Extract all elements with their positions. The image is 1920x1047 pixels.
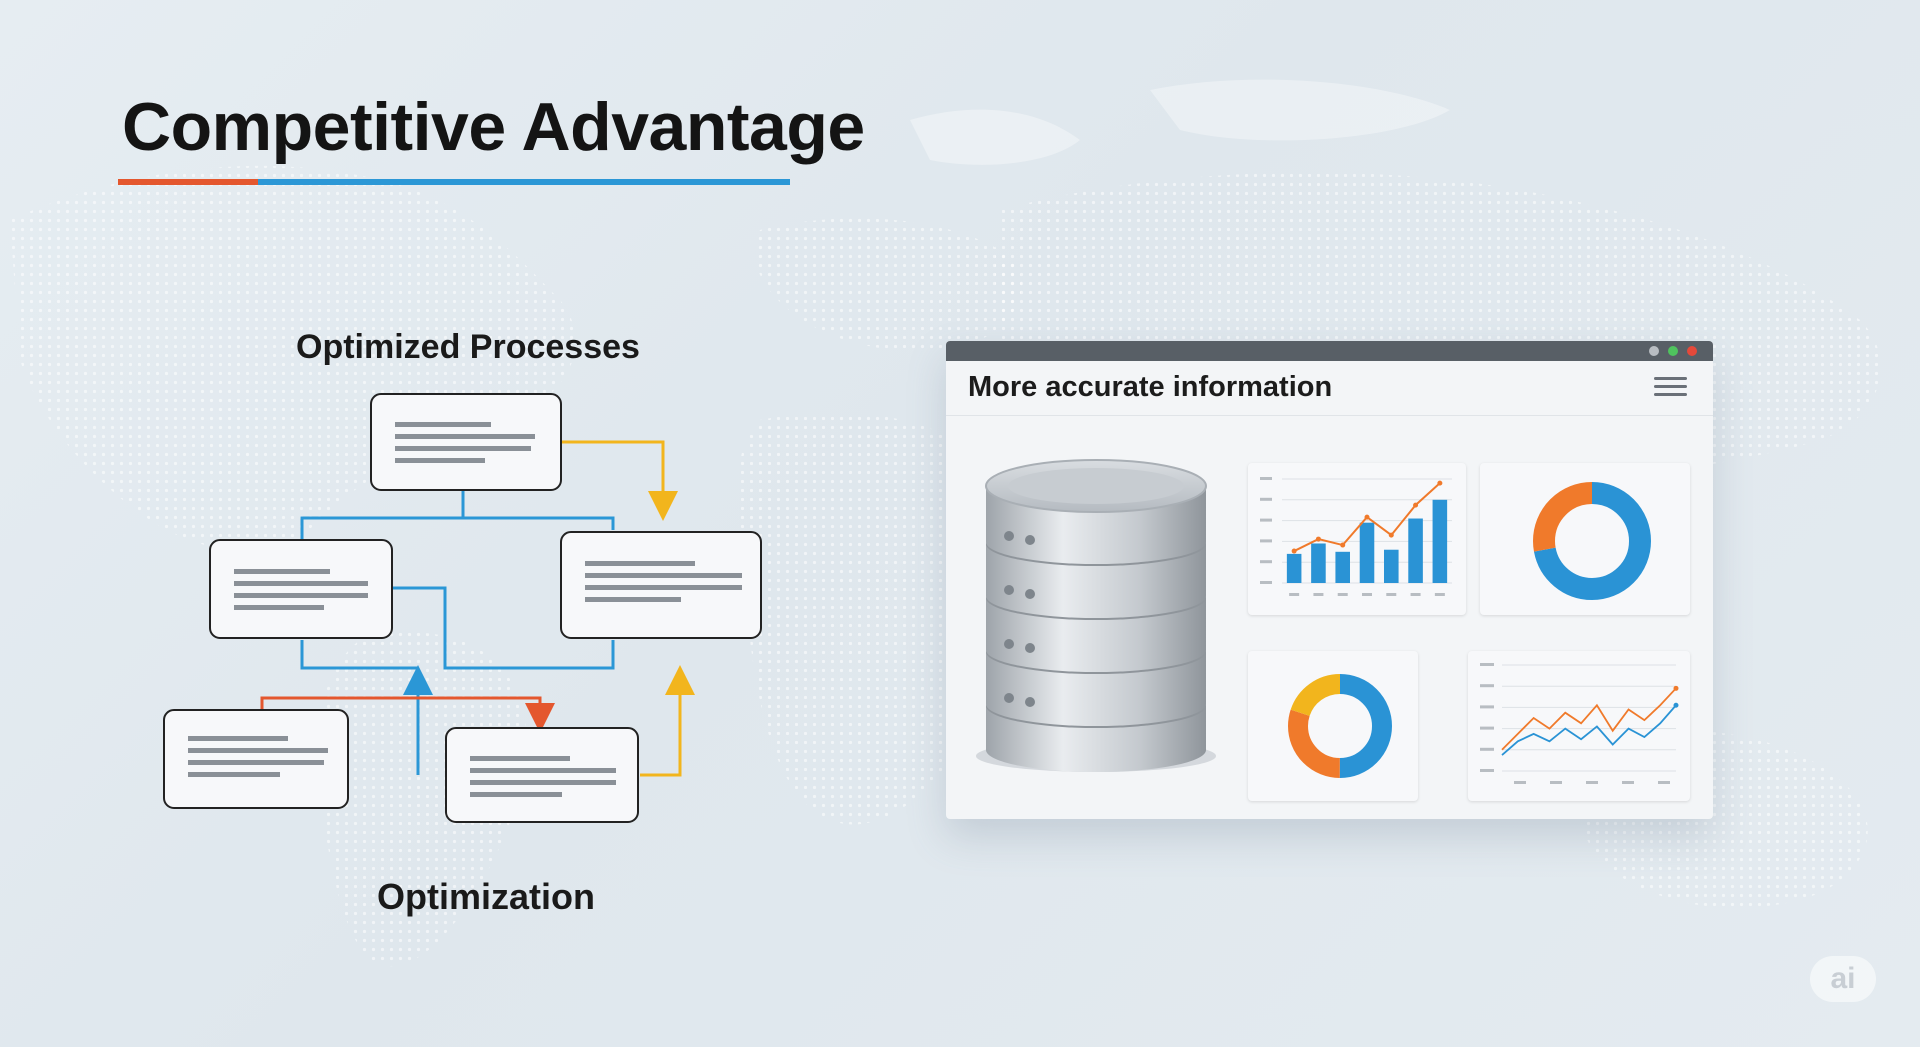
x-tick-label bbox=[1386, 593, 1397, 596]
donut-slice bbox=[1288, 674, 1392, 778]
process-box-right bbox=[560, 531, 762, 639]
bar bbox=[1335, 551, 1350, 583]
title-underline bbox=[118, 179, 790, 185]
trend-point bbox=[1315, 536, 1321, 542]
window-titlebar bbox=[946, 341, 1713, 361]
donut-chart-card bbox=[1480, 463, 1690, 615]
x-tick-label bbox=[1362, 593, 1372, 596]
x-tick-label bbox=[1658, 781, 1670, 784]
x-tick-label bbox=[1586, 781, 1598, 784]
trend-point bbox=[1413, 502, 1419, 508]
line-chart-card bbox=[1468, 651, 1690, 801]
donut-chart-small bbox=[1288, 674, 1392, 778]
database-icon bbox=[976, 459, 1216, 772]
process-flow-diagram bbox=[163, 393, 762, 823]
series-end-point bbox=[1673, 702, 1679, 708]
connector-left-down bbox=[300, 640, 418, 670]
title-underline-red bbox=[118, 179, 258, 185]
y-tick-label bbox=[1480, 769, 1494, 772]
line-chart bbox=[1480, 663, 1679, 784]
y-tick-label bbox=[1480, 747, 1494, 751]
menu-icon[interactable] bbox=[1654, 377, 1687, 397]
flow-caption: Optimization bbox=[377, 876, 595, 917]
window-maximize-dot[interactable] bbox=[1668, 346, 1678, 356]
process-box-top bbox=[370, 393, 562, 491]
bar-chart-card bbox=[1248, 463, 1466, 615]
x-tick-label bbox=[1550, 781, 1562, 784]
series-end-point bbox=[1673, 685, 1679, 691]
trend-point bbox=[1340, 542, 1346, 548]
connector-yellow-up bbox=[640, 665, 695, 777]
connector-top-branch bbox=[300, 490, 615, 540]
trend-point bbox=[1437, 480, 1443, 486]
connector-top-to-right bbox=[560, 440, 678, 521]
trend-point bbox=[1291, 548, 1297, 554]
x-tick-label bbox=[1289, 593, 1300, 596]
bar bbox=[1384, 549, 1399, 583]
donut-slice bbox=[1533, 482, 1651, 600]
window-close-dot[interactable] bbox=[1687, 346, 1697, 356]
x-tick-label bbox=[1434, 593, 1445, 596]
donut-slice bbox=[1288, 674, 1392, 778]
bar bbox=[1359, 522, 1375, 583]
donut-chart-small-card bbox=[1248, 651, 1418, 801]
series-line bbox=[1501, 687, 1677, 751]
connector-red bbox=[260, 696, 555, 733]
dashboard-divider bbox=[946, 415, 1713, 416]
bar-chart bbox=[1260, 477, 1452, 596]
ai-watermark-logo: ai bbox=[1810, 956, 1876, 1002]
y-tick-label bbox=[1260, 560, 1272, 564]
y-tick-label bbox=[1260, 518, 1272, 522]
process-box-bottom-middle bbox=[445, 727, 639, 823]
x-tick-label bbox=[1410, 593, 1421, 596]
window-minimize-dot[interactable] bbox=[1649, 346, 1659, 356]
y-tick-label bbox=[1260, 477, 1272, 480]
y-tick-label bbox=[1480, 684, 1494, 688]
y-tick-label bbox=[1480, 726, 1494, 730]
page-title: Competitive Advantage bbox=[122, 89, 865, 165]
x-tick-label bbox=[1337, 593, 1348, 596]
process-box-left bbox=[209, 539, 393, 639]
y-tick-label bbox=[1480, 705, 1494, 709]
y-tick-label bbox=[1480, 663, 1494, 666]
bar bbox=[1311, 543, 1326, 583]
trend-point bbox=[1388, 532, 1394, 538]
y-tick-label bbox=[1260, 539, 1272, 543]
process-box-bottom-left bbox=[163, 709, 349, 809]
series-line bbox=[1501, 704, 1677, 756]
bar bbox=[1408, 518, 1423, 583]
bar bbox=[1432, 499, 1448, 583]
y-tick-label bbox=[1260, 581, 1272, 584]
x-tick-label bbox=[1514, 781, 1526, 784]
connector-left-to-right bbox=[392, 586, 615, 670]
flow-heading: Optimized Processes bbox=[296, 328, 640, 366]
donut-chart-large bbox=[1533, 482, 1651, 600]
trend-point bbox=[1364, 514, 1370, 520]
dashboard-heading: More accurate information bbox=[968, 371, 1333, 403]
y-tick-label bbox=[1260, 497, 1272, 501]
title-underline-blue bbox=[258, 179, 790, 185]
bar bbox=[1286, 553, 1302, 583]
dashboard-window: More accurate information bbox=[946, 341, 1713, 819]
x-tick-label bbox=[1313, 593, 1324, 596]
x-tick-label bbox=[1622, 781, 1634, 784]
